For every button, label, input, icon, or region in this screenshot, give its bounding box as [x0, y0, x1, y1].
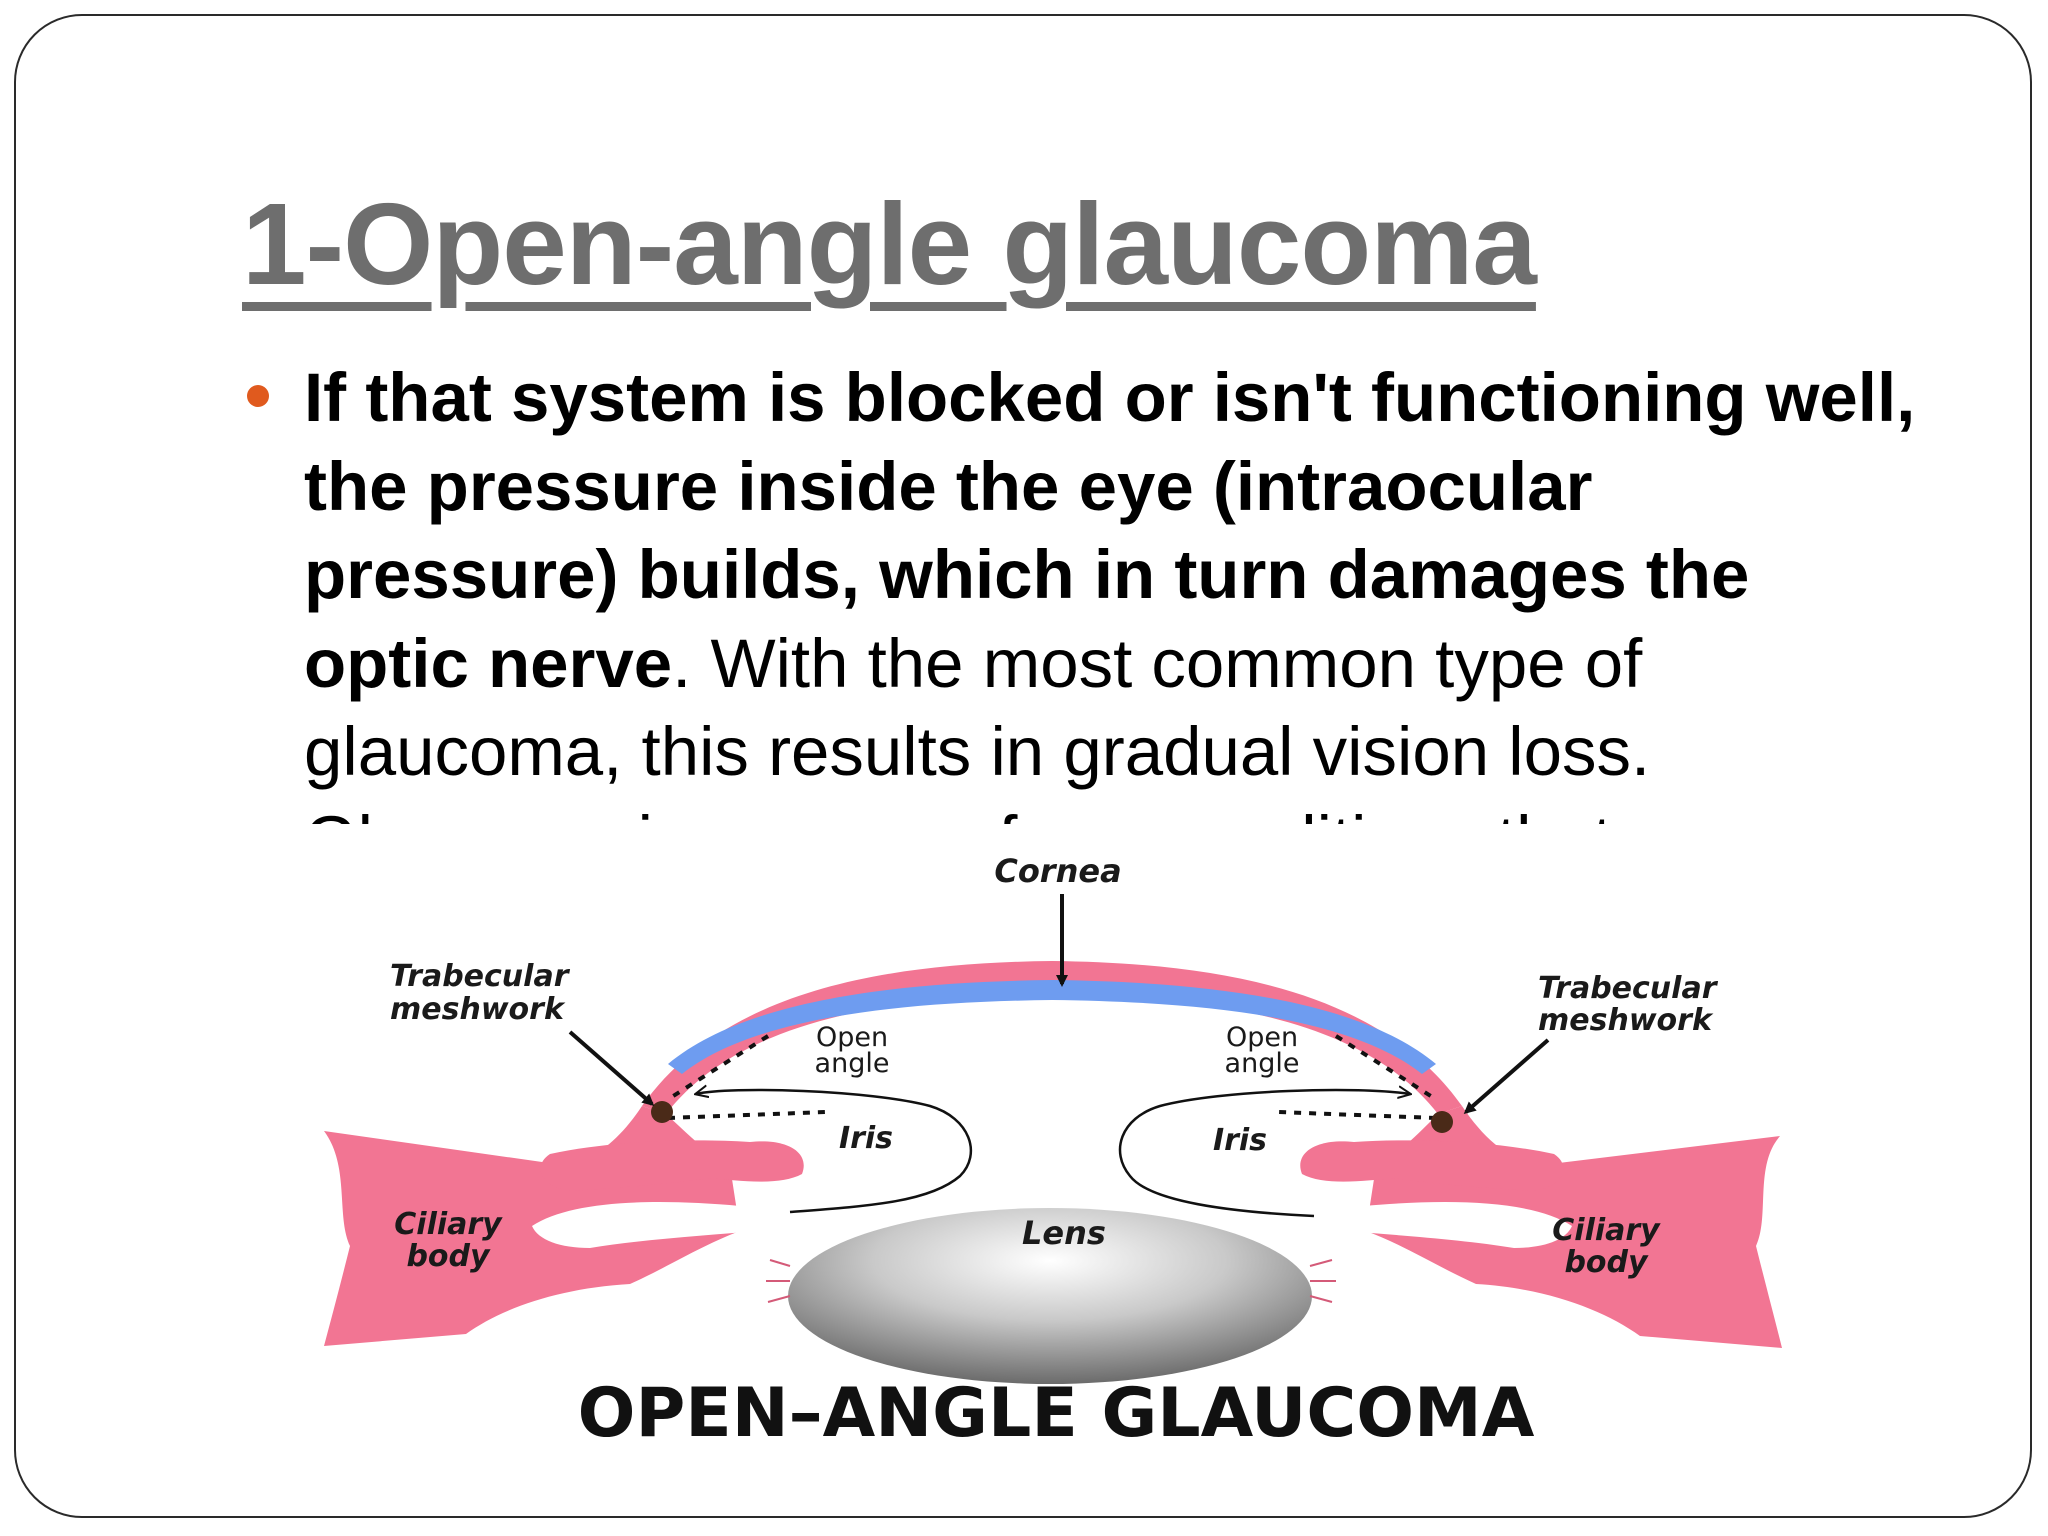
- label-iris-left: Iris: [839, 1121, 893, 1156]
- label-iris-right: Iris: [1213, 1123, 1267, 1158]
- label-open-angle-left-2: angle: [815, 1048, 890, 1079]
- bullet-bold-text: If that system is blocked or isn't funct…: [304, 359, 1916, 702]
- slide-frame: 1-Open-angle glaucoma If that system is …: [14, 14, 2032, 1518]
- cornea-inner-band: [668, 980, 1436, 1074]
- bullet-marker: [247, 385, 269, 407]
- diagram-caption: OPEN–ANGLE GLAUCOMA: [578, 1374, 1535, 1453]
- trabecular-left-pointer: [568, 1030, 655, 1106]
- fluid-flow-left: [696, 1090, 973, 1214]
- label-ciliary-left-2: body: [406, 1239, 491, 1274]
- label-ciliary-right-2: body: [1564, 1245, 1649, 1280]
- label-cornea: Cornea: [994, 852, 1121, 890]
- label-open-angle-right-2: angle: [1225, 1048, 1300, 1079]
- label-ciliary-left-1: Ciliary: [394, 1207, 503, 1242]
- label-open-angle-left-1: Open: [816, 1022, 888, 1053]
- iris-left-shape: [540, 1140, 804, 1191]
- bullet-list: If that system is blocked or isn't funct…: [242, 354, 1922, 824]
- fluid-flow-right: [1118, 1090, 1410, 1218]
- open-angle-glaucoma-diagram: Cornea Trabecular meshwork Trabecular me…: [270, 836, 1832, 1476]
- trabecular-meshwork-right-spot: [1431, 1111, 1453, 1133]
- bullet-item: If that system is blocked or isn't funct…: [304, 354, 1922, 824]
- lens-shape: [788, 1208, 1312, 1384]
- open-angle-dotted-lines: [667, 1034, 1437, 1120]
- label-trabecular-right-2: meshwork: [1538, 1003, 1714, 1038]
- eye-anatomy-illustration: Cornea Trabecular meshwork Trabecular me…: [324, 852, 1782, 1453]
- label-ciliary-right-1: Ciliary: [1552, 1213, 1661, 1248]
- aqueous-channel-left: [532, 1202, 793, 1248]
- label-trabecular-left-1: Trabecular: [390, 959, 571, 994]
- label-lens: Lens: [1022, 1214, 1106, 1252]
- zonule-fibers: [766, 1259, 1336, 1303]
- trabecular-meshwork-left-spot: [651, 1101, 673, 1123]
- iris-right-shape: [1300, 1140, 1564, 1191]
- bullet-normal-text: . With the most common type of glaucoma,…: [304, 624, 1651, 825]
- label-open-angle-right-1: Open: [1226, 1022, 1298, 1053]
- label-trabecular-left-2: meshwork: [390, 992, 566, 1027]
- label-trabecular-right-1: Trabecular: [1538, 971, 1719, 1006]
- aqueous-channel-right: [1311, 1202, 1572, 1248]
- slide-title: 1-Open-angle glaucoma: [242, 179, 1537, 309]
- trabecular-right-pointer: [1463, 1038, 1550, 1114]
